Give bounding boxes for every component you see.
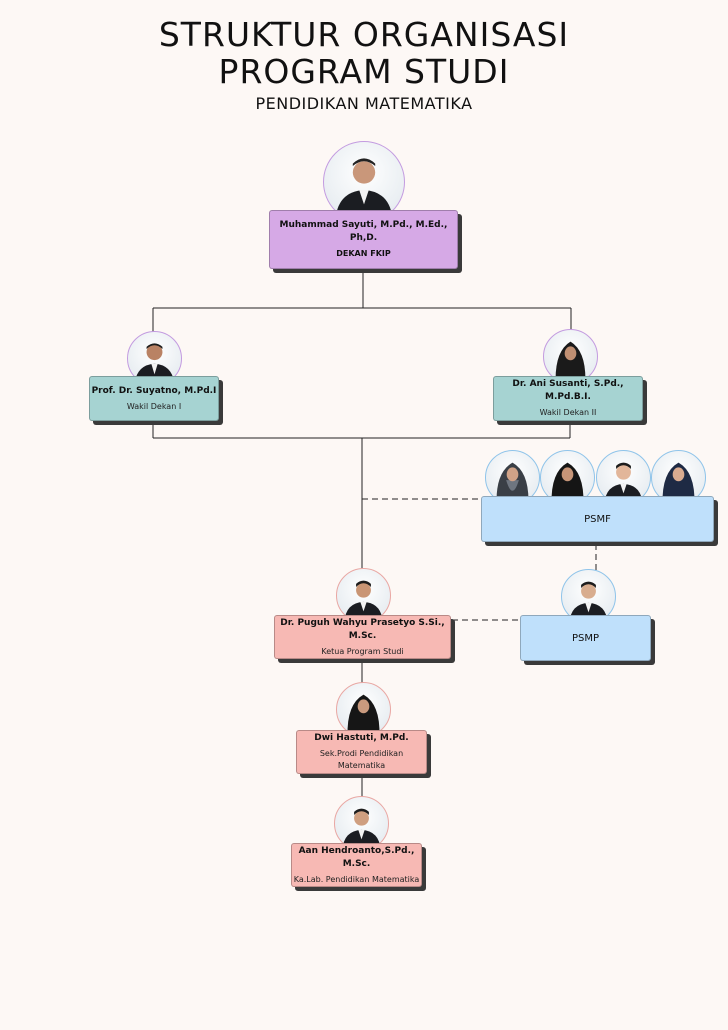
person-female-hijab-icon bbox=[496, 462, 529, 504]
person-female-hijab-icon bbox=[347, 694, 380, 736]
psmp-label: PSMP bbox=[571, 632, 600, 644]
dekan-role: DEKAN FKIP bbox=[336, 249, 391, 258]
person-female-hijab-icon bbox=[551, 462, 584, 504]
dekan-card: Muhammad Sayuti, M.Pd., M.Ed., Ph,D. DEK… bbox=[269, 210, 458, 269]
wakil2-name: Dr. Ani Susanti, S.Pd., M.Pd.B.I. bbox=[512, 379, 624, 402]
sekprodi-role: Sek.Prodi Pendidikan Matematika bbox=[319, 749, 404, 770]
sekprodi-avatar bbox=[336, 682, 391, 737]
psmf-label: PSMF bbox=[584, 513, 611, 525]
sekprodi-card: Dwi Hastuti, M.Pd. Sek.Prodi Pendidikan … bbox=[296, 730, 427, 774]
wakil1-card: Prof. Dr. Suyatno, M.Pd.I Wakil Dekan I bbox=[89, 376, 219, 421]
page-title-line1: STRUKTUR ORGANISASI bbox=[158, 15, 570, 54]
wakil2-card: Dr. Ani Susanti, S.Pd., M.Pd.B.I. Wakil … bbox=[493, 376, 643, 421]
dekan-avatar bbox=[323, 141, 405, 223]
kaprodi-name: Dr. Puguh Wahyu Prasetyo S.Si., M.Sc. bbox=[280, 617, 445, 641]
psmf-member-avatar bbox=[540, 450, 595, 505]
kalab-role: Ka.Lab. Pendidikan Matematika bbox=[293, 874, 420, 884]
person-female-hijab-icon bbox=[662, 462, 695, 504]
wakil1-role: Wakil Dekan I bbox=[126, 401, 182, 411]
psmf-card: PSMF bbox=[481, 496, 714, 542]
dekan-name: Muhammad Sayuti, M.Pd., M.Ed., Ph,D. bbox=[279, 220, 448, 243]
kalab-name: Aan Hendroanto,S.Pd., M.Sc. bbox=[298, 845, 415, 869]
page-subtitle: PENDIDIKAN MATEMATIKA bbox=[255, 94, 473, 113]
psmp-card: PSMP bbox=[520, 615, 651, 661]
kaprodi-role: Ketua Program Studi bbox=[321, 646, 404, 656]
kaprodi-card: Dr. Puguh Wahyu Prasetyo S.Si., M.Sc. Ke… bbox=[274, 615, 451, 659]
wakil2-avatar bbox=[543, 329, 598, 384]
wakil2-role: Wakil Dekan II bbox=[539, 408, 597, 417]
page-title-line2: PROGRAM STUDI bbox=[218, 52, 510, 91]
sekprodi-name: Dwi Hastuti, M.Pd. bbox=[314, 733, 409, 743]
person-female-hijab-icon bbox=[555, 341, 586, 383]
psmf-member-avatar bbox=[596, 450, 651, 505]
kalab-card: Aan Hendroanto,S.Pd., M.Sc. Ka.Lab. Pend… bbox=[291, 843, 422, 887]
wakil1-name: Prof. Dr. Suyatno, M.Pd.I bbox=[91, 385, 217, 396]
